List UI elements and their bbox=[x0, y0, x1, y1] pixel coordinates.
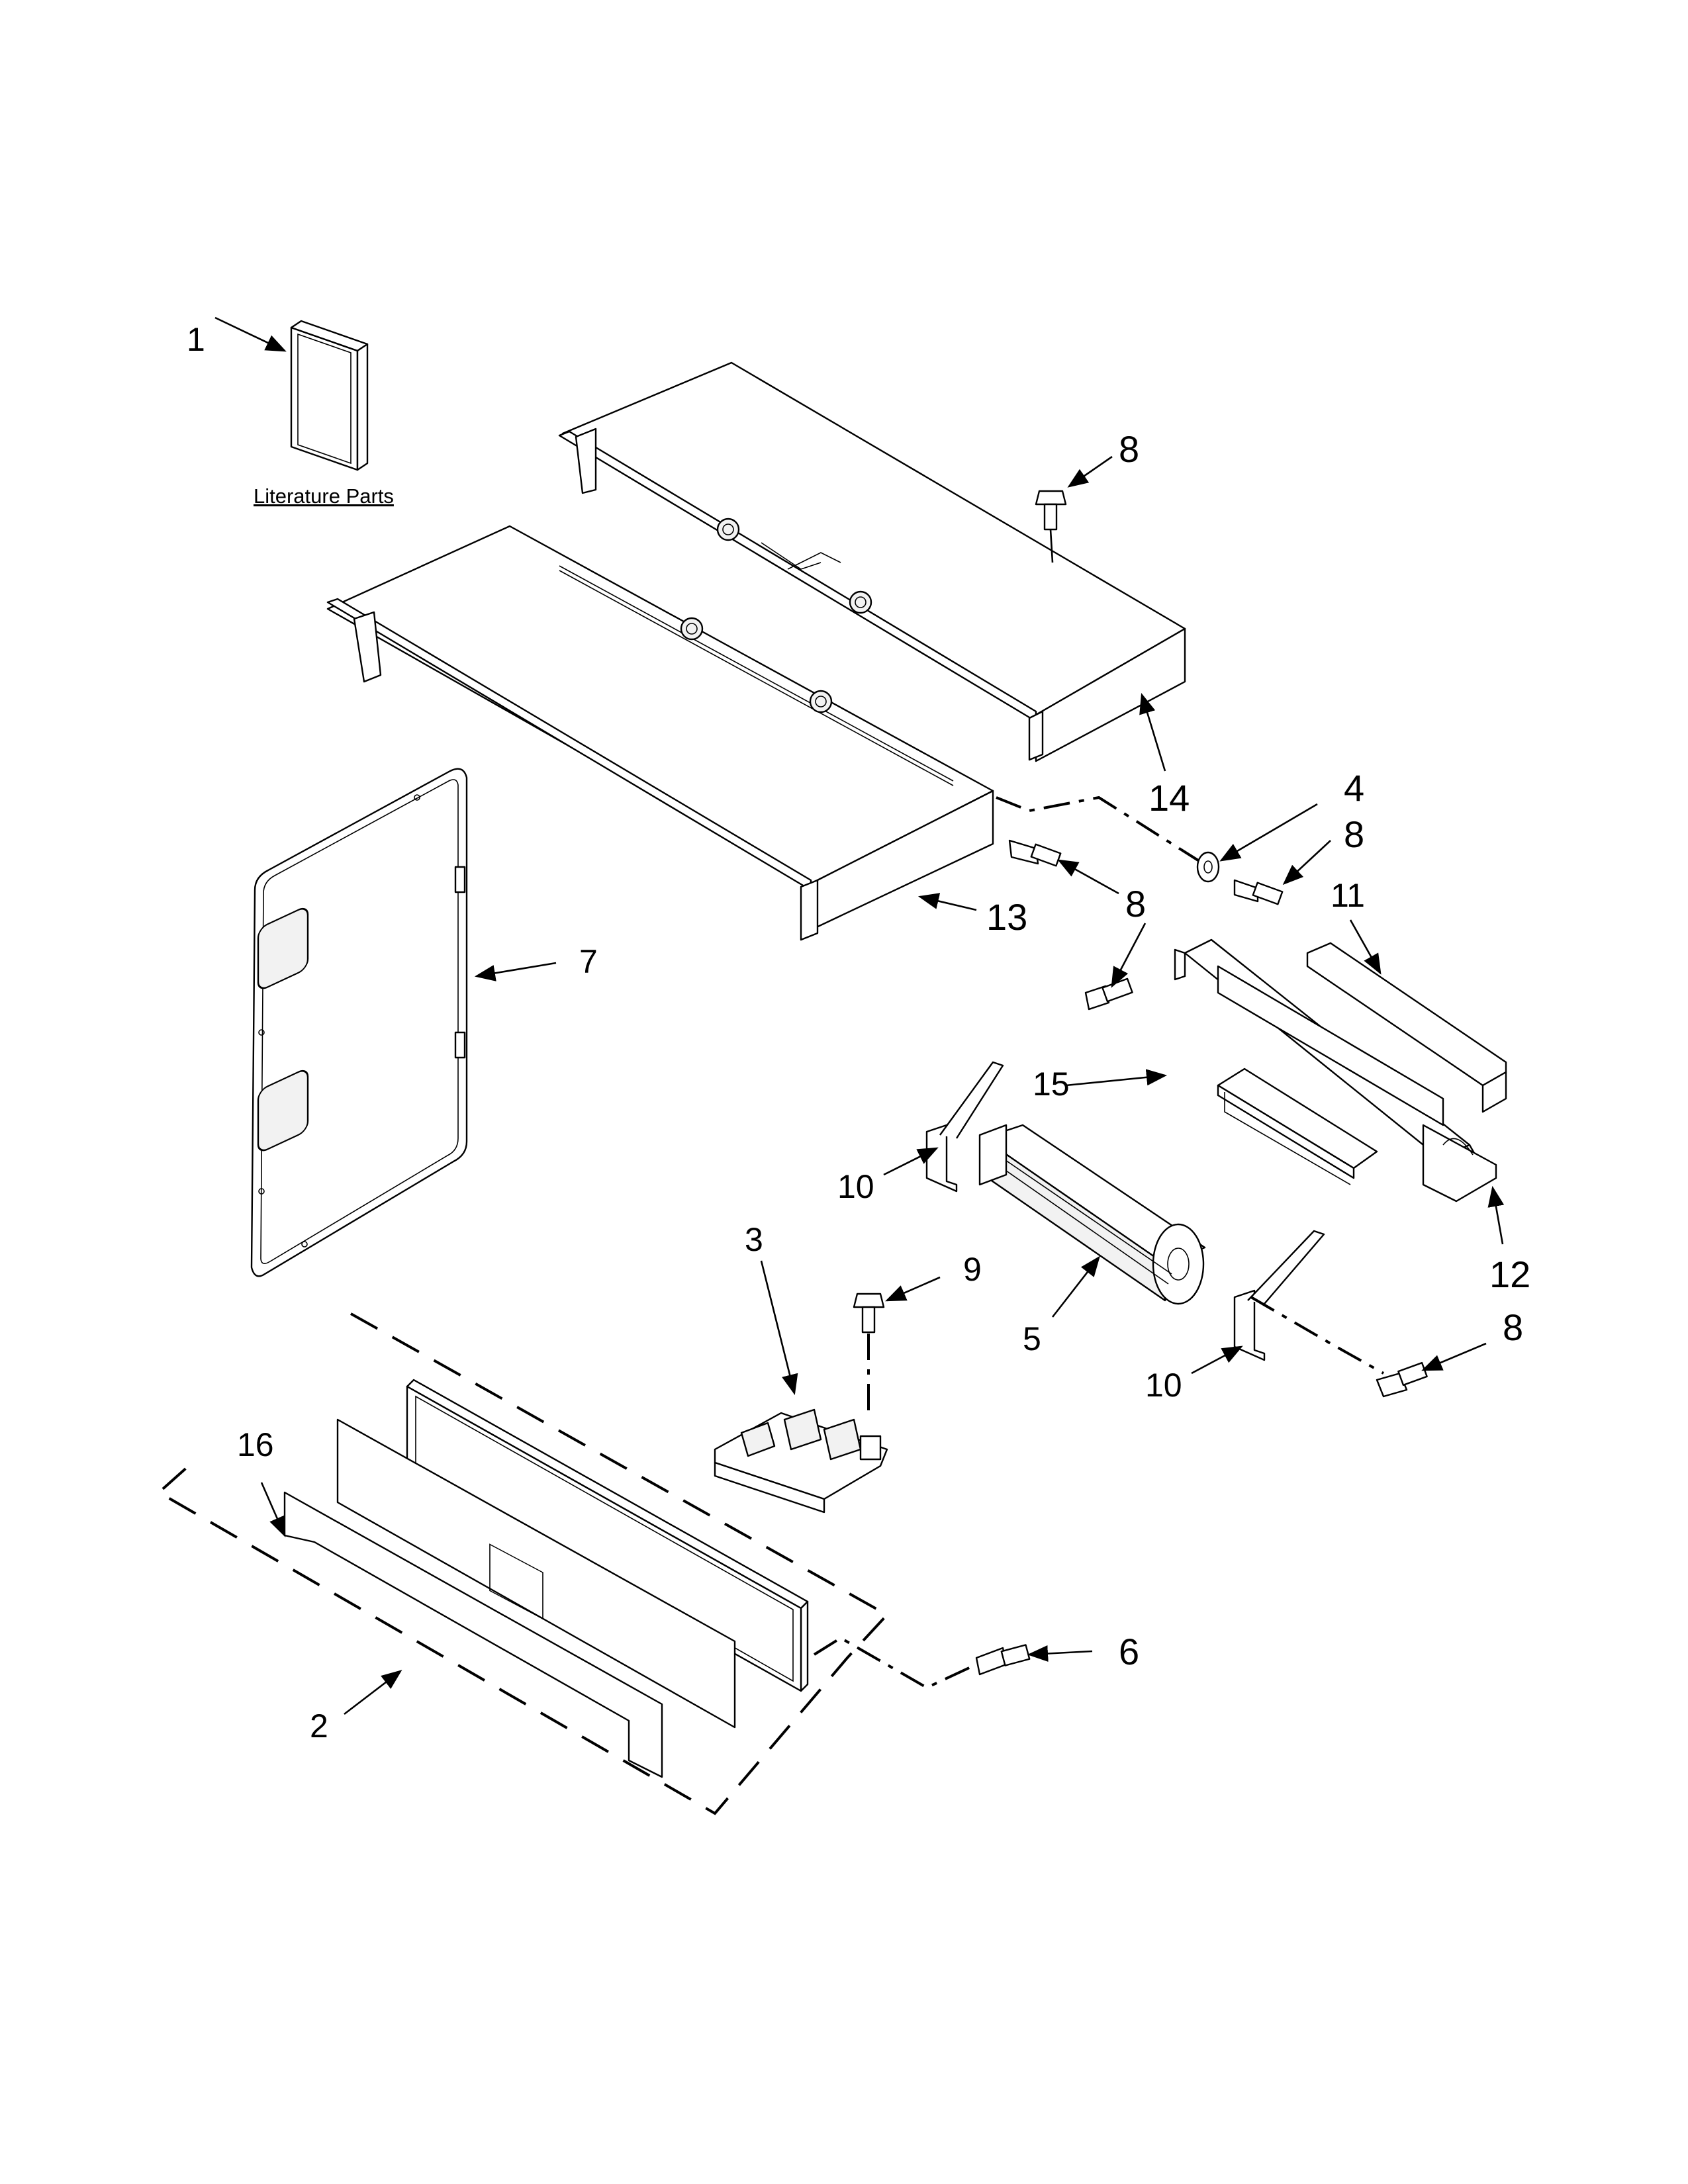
washer[interactable] bbox=[1196, 851, 1220, 883]
callout-16: 16 bbox=[237, 1426, 274, 1463]
control-board[interactable] bbox=[714, 1408, 888, 1514]
support-bracket[interactable] bbox=[1422, 1124, 1497, 1203]
callout-2: 2 bbox=[310, 1707, 328, 1745]
insulation-strip[interactable] bbox=[1306, 942, 1507, 1113]
literature-booklet[interactable] bbox=[290, 320, 369, 471]
screw-lower-right[interactable] bbox=[1376, 1361, 1428, 1398]
screw-right-middle[interactable] bbox=[1233, 879, 1284, 905]
top-panel-lower[interactable] bbox=[326, 525, 994, 941]
screw-board[interactable] bbox=[853, 1293, 885, 1334]
screw-panel[interactable] bbox=[975, 1644, 1031, 1676]
callout-9: 9 bbox=[963, 1251, 982, 1288]
callout-6: 6 bbox=[1119, 1631, 1139, 1672]
top-panel-upper[interactable] bbox=[558, 361, 1186, 762]
leader-lines bbox=[214, 316, 1505, 1715]
assembly-line-hinge bbox=[1250, 1296, 1384, 1375]
callout-7: 7 bbox=[579, 943, 598, 980]
screw-bracket[interactable] bbox=[1084, 978, 1133, 1011]
assembly-line-panel bbox=[813, 1636, 977, 1690]
control-trim[interactable] bbox=[283, 1491, 663, 1778]
callout-3: 3 bbox=[745, 1221, 763, 1258]
callout-8-top: 8 bbox=[1119, 428, 1139, 470]
control-panel-frame[interactable] bbox=[406, 1379, 809, 1692]
callout-8-bracket: 8 bbox=[1125, 883, 1146, 925]
callout-5: 5 bbox=[1023, 1320, 1041, 1357]
control-glass[interactable] bbox=[336, 1418, 736, 1729]
screw-left-middle[interactable] bbox=[1008, 839, 1062, 867]
callout-10-lower: 10 bbox=[1145, 1367, 1182, 1404]
callout-10-upper: 10 bbox=[837, 1168, 874, 1205]
side-panel[interactable] bbox=[250, 768, 468, 1277]
literature-caption: Literature Parts bbox=[254, 484, 394, 508]
callout-4: 4 bbox=[1344, 767, 1364, 809]
control-panel-box bbox=[156, 1312, 890, 1815]
callout-13: 13 bbox=[986, 896, 1027, 938]
assembly-line-top bbox=[996, 796, 1199, 862]
hinge-upper[interactable] bbox=[925, 1061, 1004, 1193]
blower-fan[interactable] bbox=[978, 1124, 1206, 1305]
hinge-lower[interactable] bbox=[1233, 1230, 1325, 1361]
callout-11: 11 bbox=[1331, 877, 1365, 914]
bracket-plate[interactable] bbox=[1217, 1068, 1378, 1185]
callout-14: 14 bbox=[1149, 777, 1190, 819]
callout-8-lower: 8 bbox=[1503, 1306, 1523, 1348]
callout-1: 1 bbox=[187, 321, 205, 358]
callout-15: 15 bbox=[1033, 1066, 1070, 1103]
callout-12: 12 bbox=[1489, 1253, 1530, 1295]
shield-plate[interactable] bbox=[1217, 965, 1444, 1126]
screw-top[interactable] bbox=[1035, 490, 1067, 563]
callout-8-right: 8 bbox=[1344, 813, 1364, 855]
